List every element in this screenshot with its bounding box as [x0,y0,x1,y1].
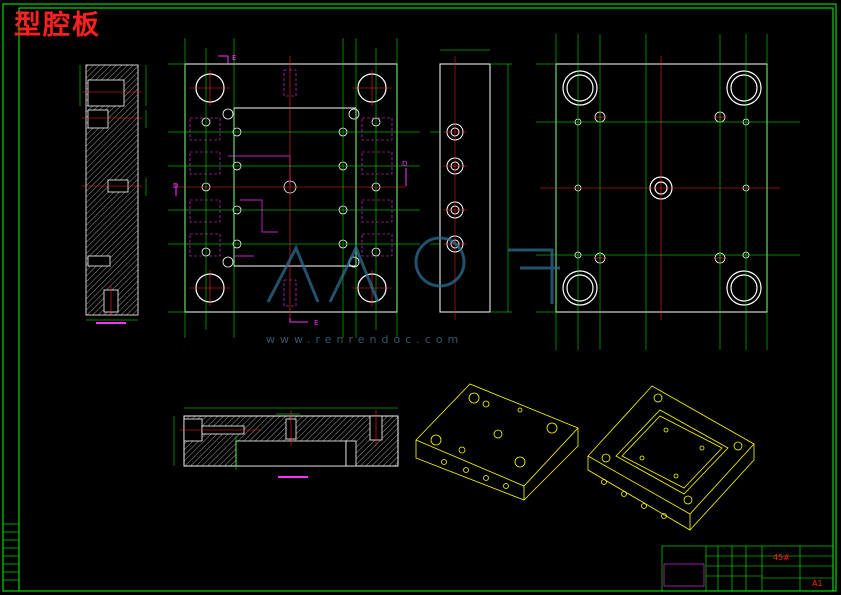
title-block-scale: A1 [812,579,823,588]
plan-view-main [168,38,420,338]
isometric-view-front [415,383,579,501]
isometric-view-back [587,385,755,531]
side-strip [2,523,20,592]
section-view-bottom [173,407,399,478]
section-label-e-top: E [232,54,236,62]
section-label-e-bottom: E [314,319,318,327]
drawing-title: 型腔板 [14,10,101,41]
section-label-d-right: D [402,160,407,168]
watermark-url: www.renrendoc.com [266,333,464,346]
section-view-left [79,64,147,324]
drawing-frame [2,3,837,592]
watermark-logo [266,236,560,304]
side-elevation-view [430,49,512,320]
plan-view-back [536,34,800,350]
title-block-note [663,563,705,587]
section-label-d-left: D [173,182,178,190]
title-block [661,545,834,592]
title-block-material: 45# [773,553,790,562]
